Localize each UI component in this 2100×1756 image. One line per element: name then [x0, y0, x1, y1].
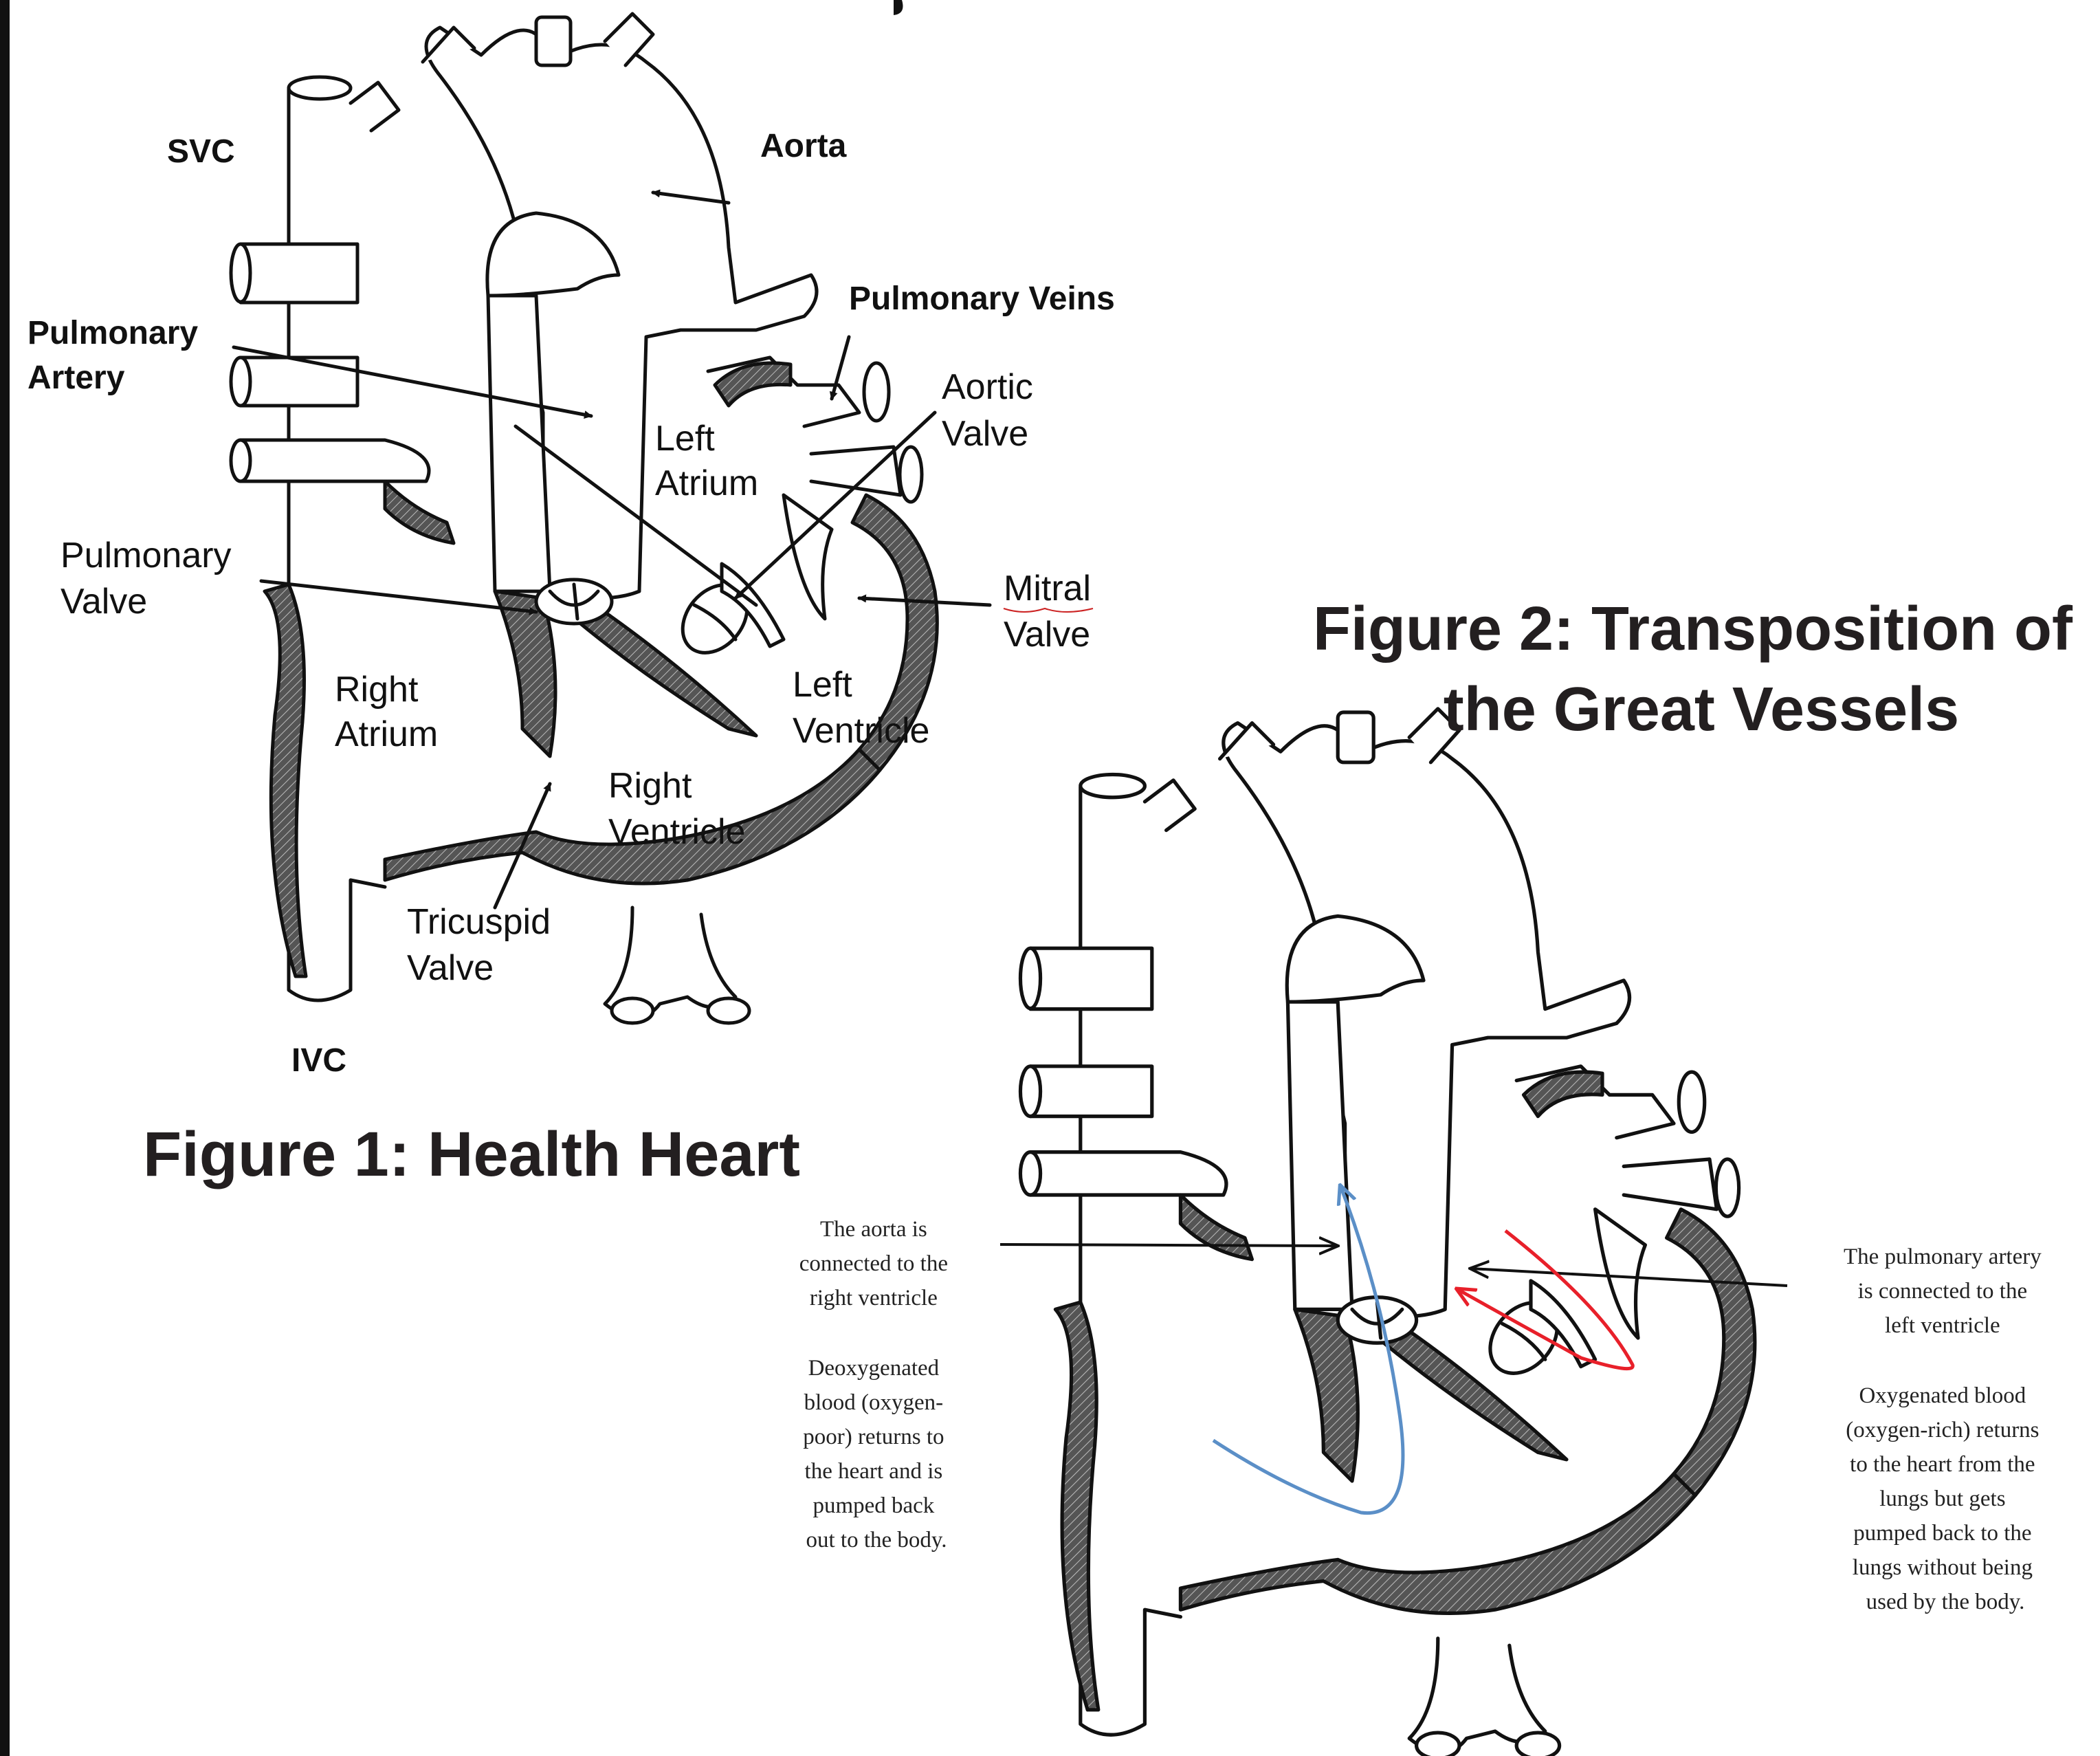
label-pulmonary-veins: Pulmonary Veins [849, 281, 1115, 317]
aorta-pointer-arrow [1000, 1244, 1337, 1246]
header-fragment [894, 0, 903, 15]
label-ivc: IVC [291, 1042, 346, 1079]
label-tricuspid-valve: Tricuspid Valve [407, 902, 560, 988]
label-left-atrium: Left Atrium [655, 419, 758, 503]
right-note: The pulmonary artery is connected to the… [1844, 1244, 2047, 1614]
label-right-ventricle: Right Ventricle [608, 766, 745, 852]
label-pulmonary-artery: Pulmonary Artery [27, 315, 207, 396]
figure2-heart [1020, 709, 1754, 1756]
figure1-heart [231, 14, 937, 1023]
left-note: The aorta is connected to the right vent… [799, 1217, 954, 1552]
page-border [0, 0, 10, 1756]
mitral-spell-underline [1004, 608, 1093, 612]
label-svc: SVC [167, 133, 235, 170]
figure1-title: Figure 1: Health Heart [143, 1119, 800, 1189]
label-pulmonary-valve: Pulmonary Valve [60, 536, 241, 622]
label-aorta: Aorta [760, 128, 847, 164]
label-aortic-valve: Aortic Valve [942, 367, 1043, 454]
